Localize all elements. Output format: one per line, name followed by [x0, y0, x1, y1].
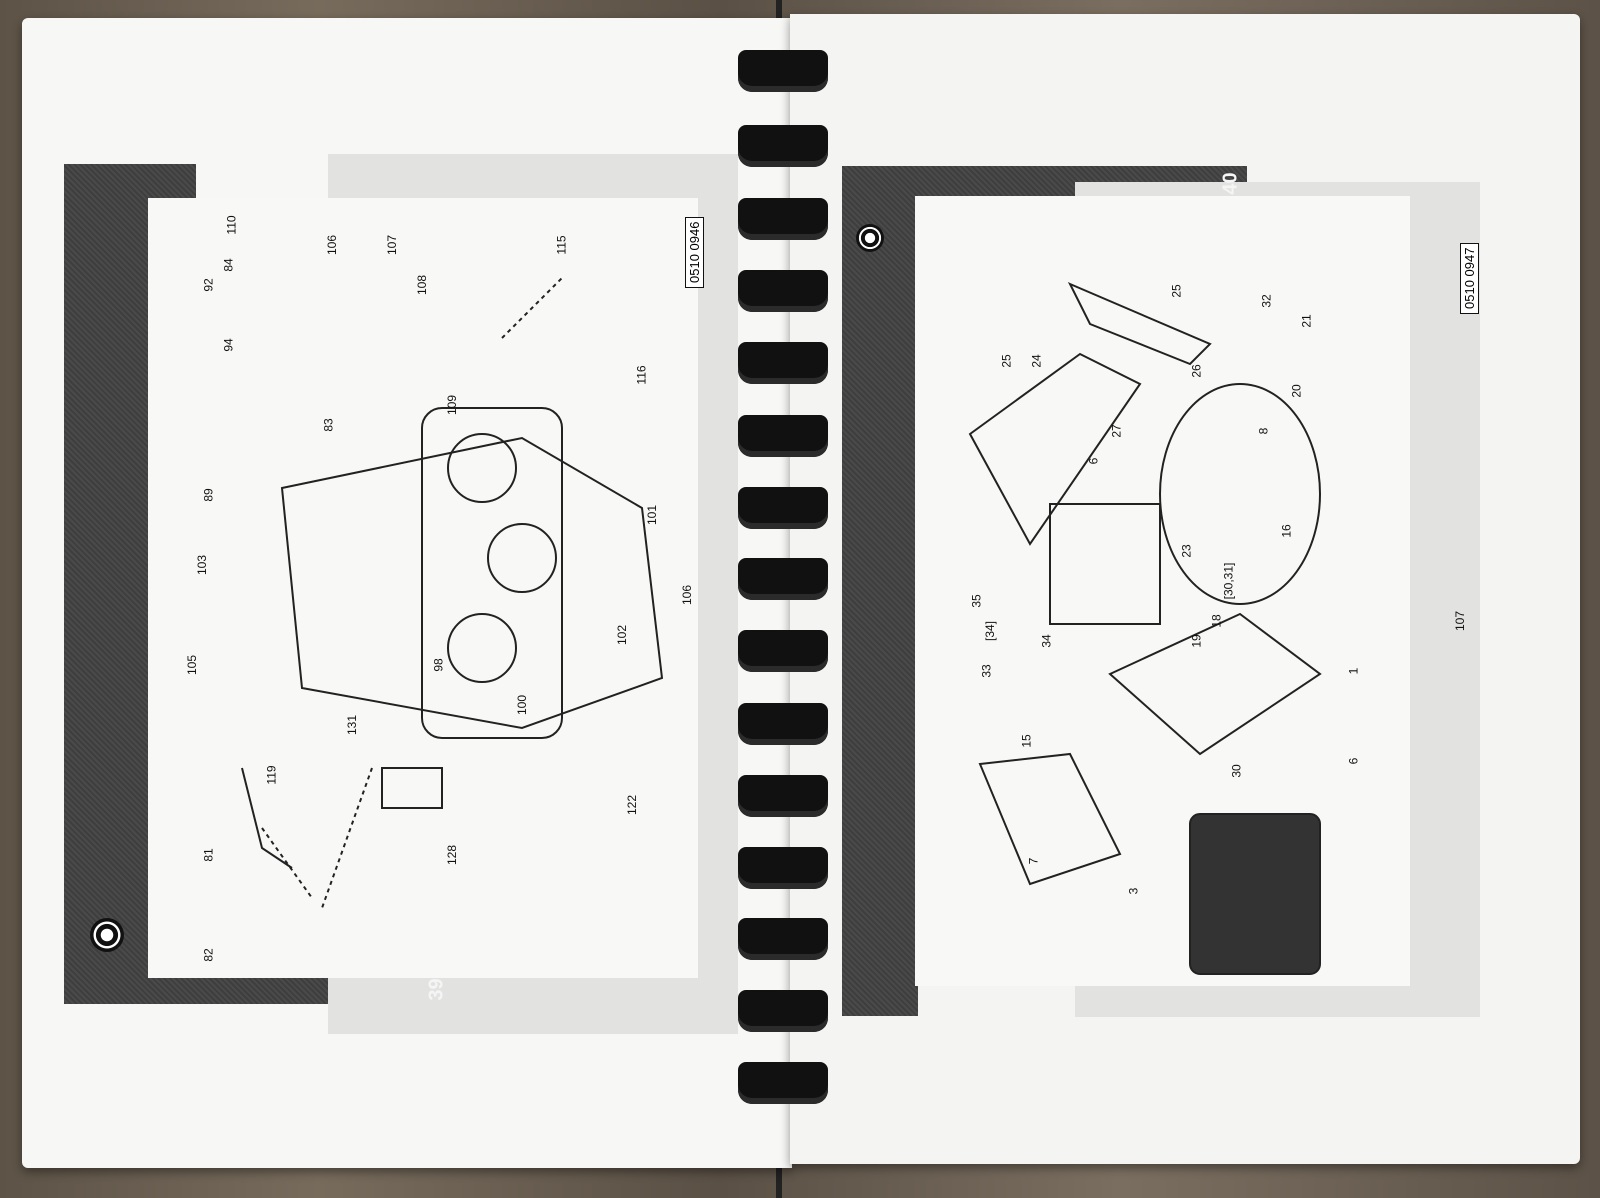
- part-callout: 106: [325, 234, 340, 256]
- binding-ring: [738, 487, 828, 529]
- engine-exploded-diagram: [241, 277, 664, 909]
- part-callout: 98: [431, 658, 446, 672]
- binding-ring: [738, 125, 828, 167]
- page-number: 107: [1453, 610, 1468, 632]
- part-callout: 101: [645, 504, 660, 526]
- part-callout: 83: [321, 418, 336, 432]
- right-page: 40 0510 0947 107 25 32 21 26 24 25 27 6 …: [790, 14, 1580, 1164]
- part-callout: 6: [1346, 757, 1361, 765]
- binding-ring: [738, 558, 828, 600]
- part-callout: 25: [1169, 284, 1184, 298]
- part-callout: 21: [1299, 314, 1314, 328]
- part-callout: 102: [615, 624, 630, 646]
- manufacturer-logo-icon: [90, 918, 124, 952]
- part-callout: 19: [1189, 634, 1204, 648]
- part-callout: 25: [999, 354, 1014, 368]
- binding-ring: [738, 847, 828, 889]
- part-callout: 100: [515, 694, 530, 716]
- part-callout: 34: [1039, 634, 1054, 648]
- part-callout: 27: [1109, 424, 1124, 438]
- binding-ring: [738, 270, 828, 312]
- part-callout: 105: [185, 654, 200, 676]
- part-callout: 18: [1209, 614, 1224, 628]
- fan-section-icon: [856, 224, 884, 252]
- binding-ring: [738, 198, 828, 240]
- part-callout: 1: [1346, 667, 1361, 675]
- part-callout: 6: [1086, 457, 1101, 465]
- part-callout: 108: [415, 274, 430, 296]
- part-callout: 26: [1189, 364, 1204, 378]
- binding-ring: [738, 703, 828, 745]
- part-callout: 81: [201, 848, 216, 862]
- part-callout: 15: [1019, 734, 1034, 748]
- binding-ring: [738, 415, 828, 457]
- cooling-fan-exploded-diagram: [968, 282, 1322, 975]
- binding-ring: [738, 342, 828, 384]
- part-callout: 103: [195, 554, 210, 576]
- part-callout: 7: [1026, 857, 1041, 865]
- part-callout: 109: [445, 394, 460, 416]
- part-callout: 82: [201, 948, 216, 962]
- part-callout: 33: [979, 664, 994, 678]
- binding-ring: [738, 918, 828, 960]
- part-callout: 8: [1256, 427, 1271, 435]
- part-callout: 116: [634, 365, 649, 385]
- part-callout: 3: [1126, 887, 1141, 895]
- part-callout: 110: [224, 215, 239, 235]
- binding-ring: [738, 1062, 828, 1104]
- section-number: 39: [425, 978, 448, 1001]
- part-callout: [34]: [983, 620, 998, 642]
- part-callout: 94: [221, 338, 236, 352]
- part-callout: 20: [1289, 384, 1304, 398]
- part-callout: 131: [345, 714, 360, 736]
- part-callout: 84: [221, 258, 236, 272]
- part-callout: 107: [385, 234, 400, 256]
- binding-ring: [738, 50, 828, 92]
- part-callout: 23: [1179, 544, 1194, 558]
- binding-ring: [738, 990, 828, 1032]
- part-callout: 16: [1279, 524, 1294, 538]
- part-callout: 128: [445, 844, 460, 866]
- part-callout: 119: [264, 765, 279, 785]
- binding-ring: [738, 630, 828, 672]
- part-callout: 35: [969, 594, 984, 608]
- section-bar-vertical: [842, 166, 918, 1016]
- section-number: 40: [1219, 172, 1242, 195]
- part-callout: 115: [554, 235, 569, 255]
- part-callout: 30: [1229, 764, 1244, 778]
- part-callout: 89: [201, 488, 216, 502]
- part-callout: 24: [1029, 354, 1044, 368]
- page-number: 106: [680, 584, 695, 606]
- part-callout: 32: [1259, 294, 1274, 308]
- binding-ring: [738, 775, 828, 817]
- diagram-area: [915, 196, 1410, 986]
- part-callout: 92: [201, 278, 216, 292]
- left-page: 39 0510 0946 106 110 84 92 94 106 107 10…: [22, 18, 792, 1168]
- part-callout: 122: [625, 794, 640, 816]
- drawing-code: 0510 0947: [1460, 242, 1479, 314]
- part-callout: [30,31]: [1221, 562, 1236, 600]
- drawing-code: 0510 0946: [685, 216, 704, 288]
